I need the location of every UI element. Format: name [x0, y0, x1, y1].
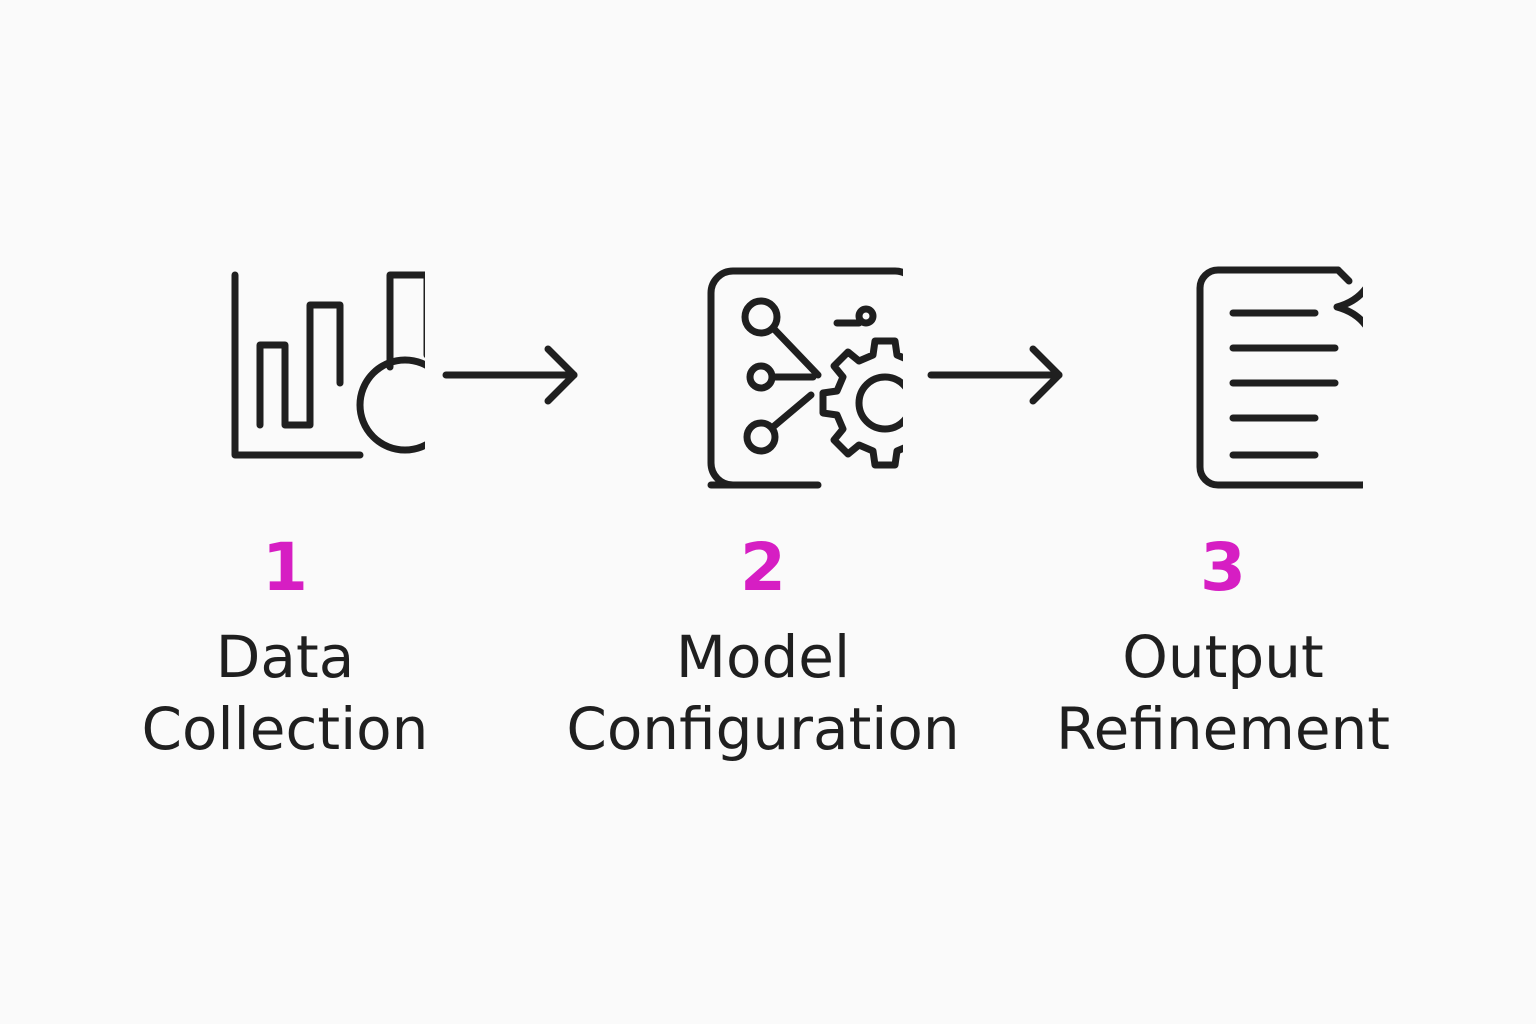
step-number: 3 [1200, 529, 1246, 606]
step-label-line: Model [675, 623, 851, 691]
step-label-line: Collection [141, 695, 429, 763]
step-output-refinement: 3 Output Refinement [1013, 255, 1433, 765]
arrow-right-icon [442, 345, 578, 405]
step-number: 1 [262, 529, 308, 606]
step-label-line: Data [215, 623, 355, 691]
step-number: 2 [740, 529, 786, 606]
step-label: Model Configuration [553, 621, 973, 765]
network-gear-icon [707, 267, 903, 489]
step-label-line: Refinement [1055, 695, 1391, 763]
step-data-collection: 1 Data Collection [75, 255, 495, 765]
step-label-line: Output [1122, 623, 1324, 691]
arrow-right-icon [927, 345, 1063, 405]
step-label: Data Collection [75, 621, 495, 765]
bar-chart-magnifier-icon [231, 271, 425, 459]
document-sparkle-icon [1196, 266, 1363, 489]
step-label-line: Configuration [566, 695, 960, 763]
step-model-configuration: 2 Model Configuration [553, 255, 973, 765]
step-label: Output Refinement [1013, 621, 1433, 765]
